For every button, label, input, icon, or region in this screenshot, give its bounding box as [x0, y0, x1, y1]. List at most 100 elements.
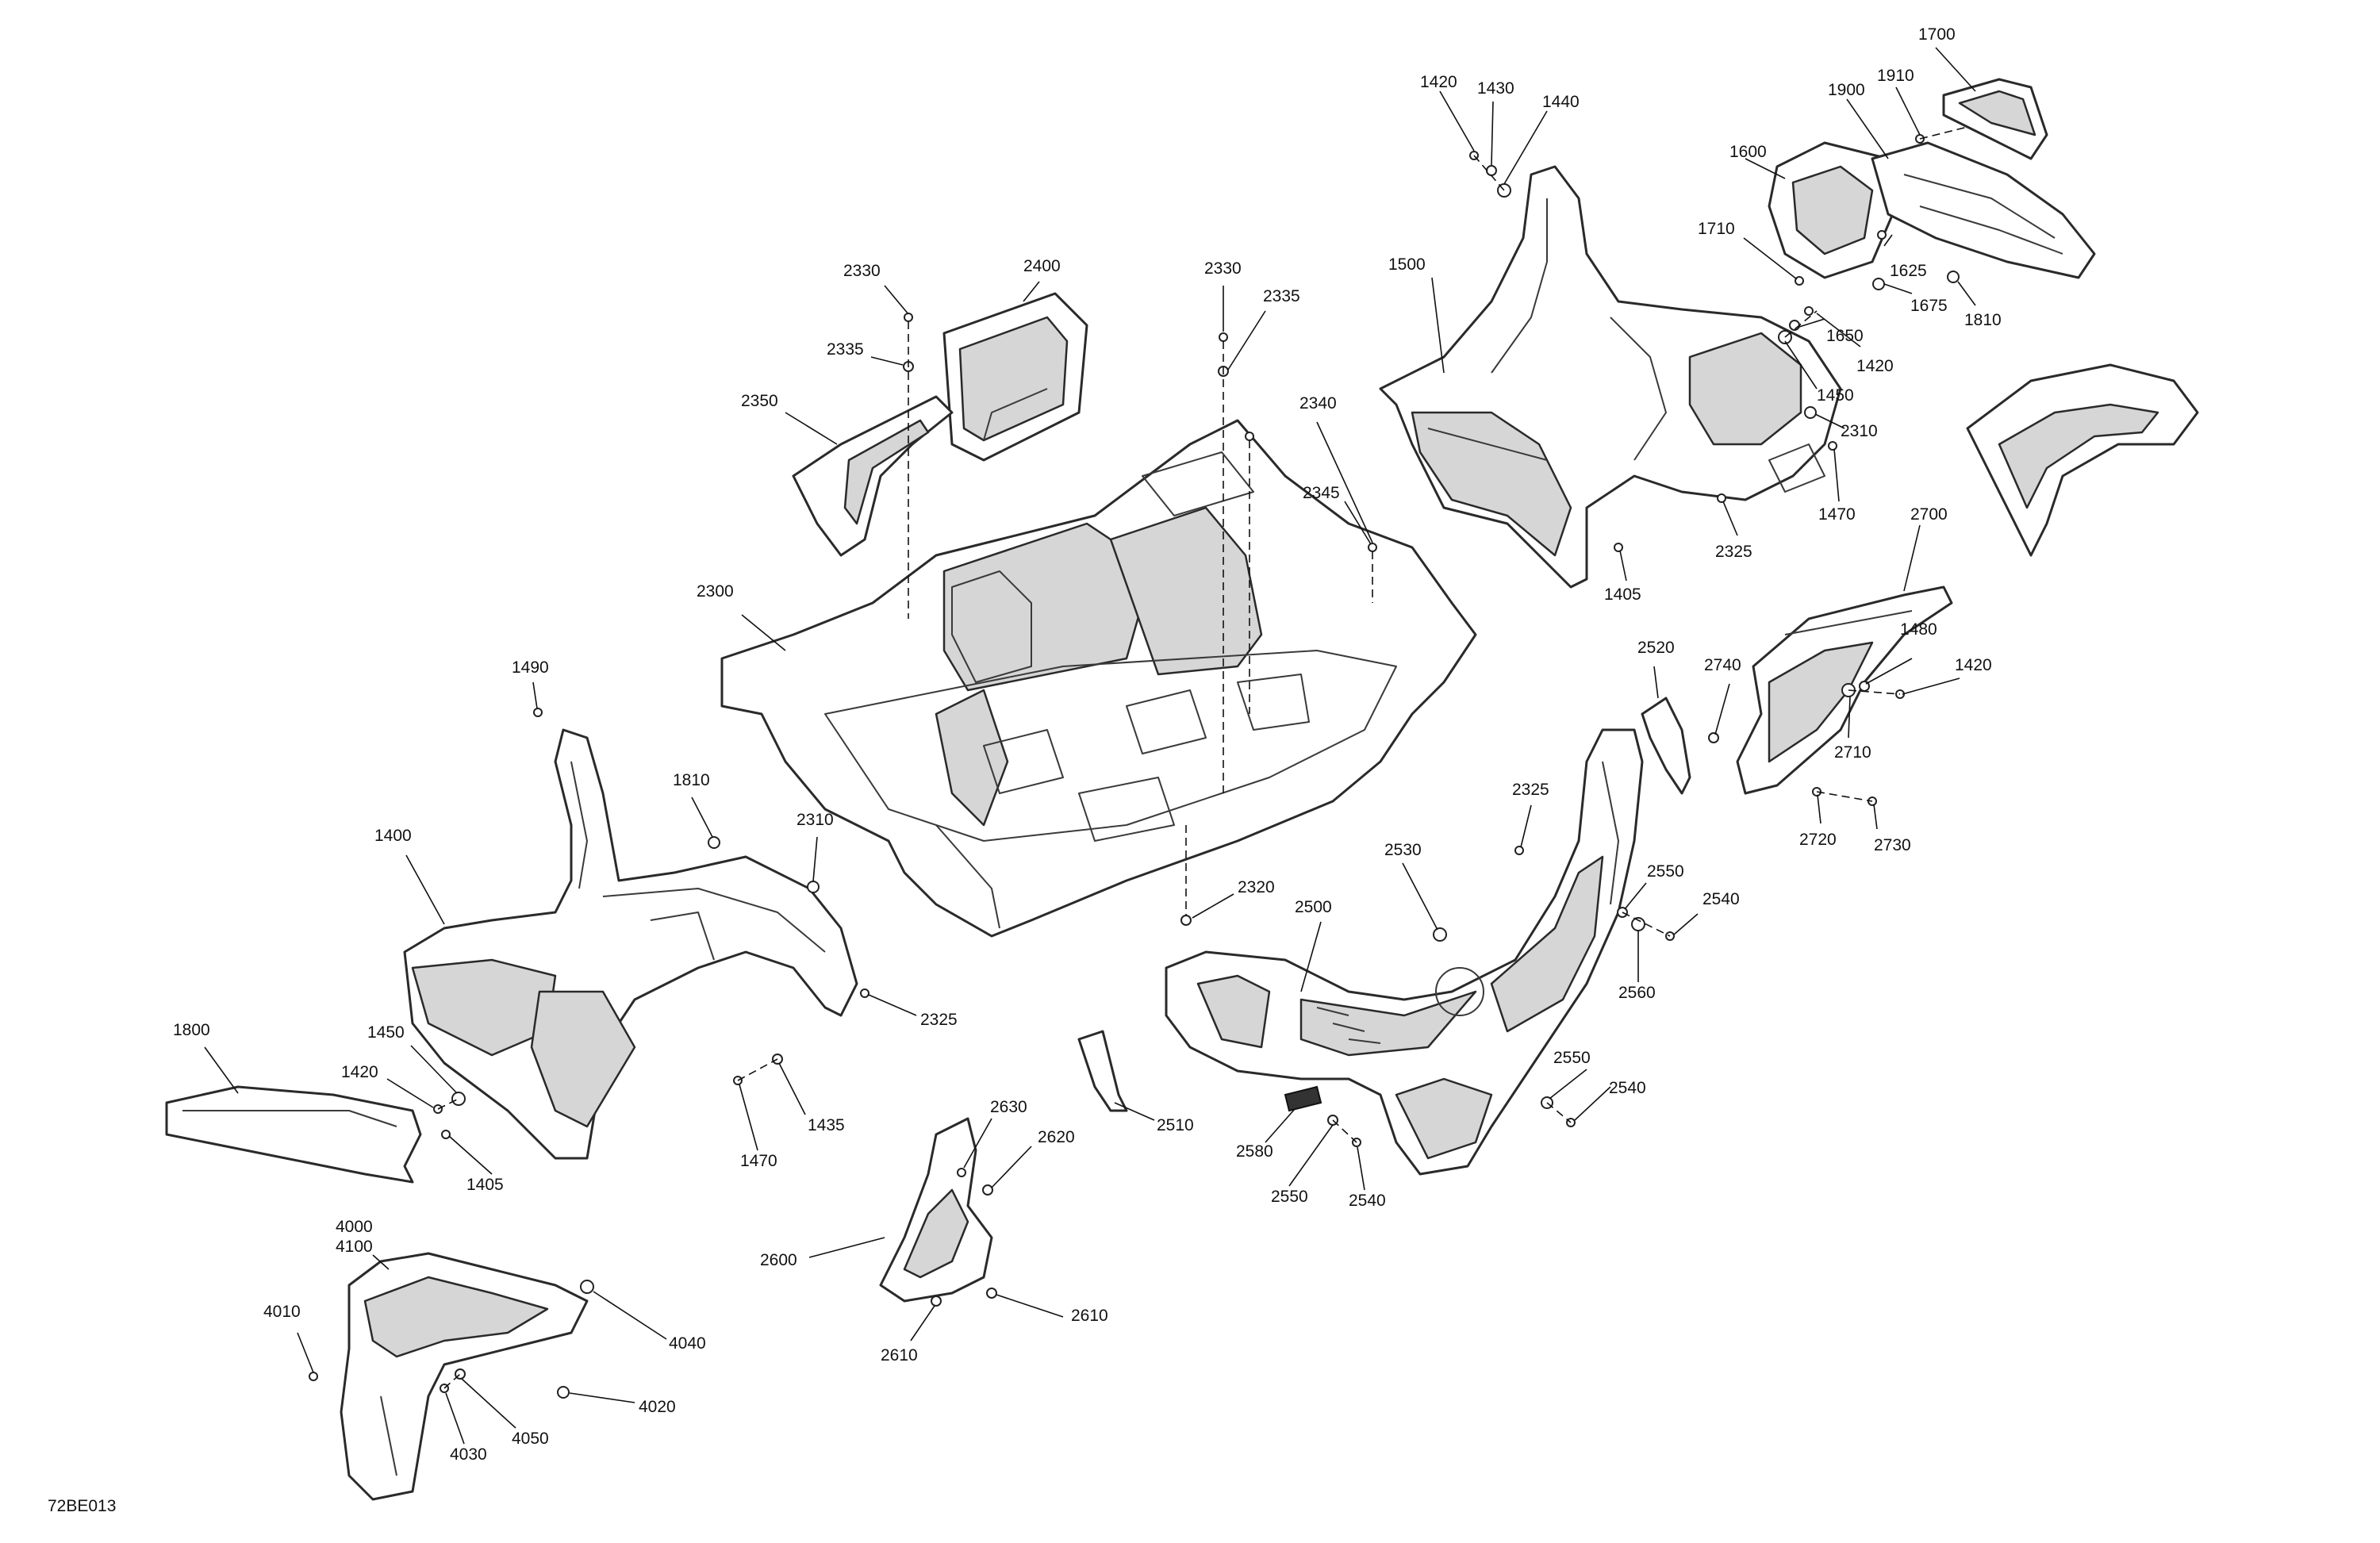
callout-4010[interactable]: 4010	[263, 1303, 301, 1321]
callout-2310[interactable]: 2310	[797, 811, 834, 829]
callout-2720[interactable]: 2720	[1799, 831, 1837, 849]
callout-2330[interactable]: 2330	[1204, 259, 1242, 278]
callout-2540[interactable]: 2540	[1702, 890, 1740, 908]
callout-1470[interactable]: 1470	[740, 1152, 777, 1170]
callout-1420[interactable]: 1420	[1955, 656, 1992, 674]
callout-1470[interactable]: 1470	[1818, 505, 1856, 524]
callout-4000[interactable]: 4000	[336, 1218, 373, 1236]
callout-1420[interactable]: 1420	[1856, 357, 1894, 375]
fastener-1490[interactable]	[533, 708, 543, 717]
callout-2610[interactable]: 2610	[881, 1346, 918, 1365]
fastener-2345[interactable]	[1368, 543, 1377, 552]
part-2350-bracket[interactable]	[792, 395, 954, 557]
callout-4040[interactable]: 4040	[669, 1334, 706, 1353]
callout-2540[interactable]: 2540	[1349, 1192, 1386, 1210]
callout-1700[interactable]: 1700	[1918, 25, 1956, 44]
callout-2550[interactable]: 2550	[1647, 862, 1684, 881]
fastener-2330b[interactable]	[1219, 332, 1228, 342]
fastener-1405b[interactable]	[441, 1130, 451, 1139]
callout-1490[interactable]: 1490	[512, 658, 549, 677]
callout-2630[interactable]: 2630	[990, 1098, 1027, 1116]
callout-2335[interactable]: 2335	[1263, 287, 1300, 305]
callout-2330[interactable]: 2330	[843, 262, 881, 280]
callout-2310[interactable]: 2310	[1841, 422, 1878, 440]
callout-2730[interactable]: 2730	[1874, 836, 1911, 854]
callout-1650[interactable]: 1650	[1826, 327, 1864, 345]
callout-2540[interactable]: 2540	[1609, 1079, 1646, 1097]
part-1800-footrest[interactable]	[165, 1085, 422, 1184]
callout-1810[interactable]: 1810	[673, 771, 710, 789]
fastener-1405a[interactable]	[1614, 543, 1623, 552]
fastener-4010[interactable]	[309, 1372, 318, 1381]
part-1900-panel[interactable]	[1871, 141, 2096, 279]
callout-2620[interactable]: 2620	[1038, 1128, 1075, 1146]
callout-2710[interactable]: 2710	[1834, 743, 1871, 762]
fastener-1420b[interactable]	[1804, 306, 1814, 316]
callout-1600[interactable]: 1600	[1729, 143, 1767, 161]
fastener-1810a[interactable]	[1947, 271, 1960, 283]
callout-1450[interactable]: 1450	[1817, 386, 1854, 405]
callout-2340[interactable]: 2340	[1299, 394, 1337, 413]
fastener-4040[interactable]	[580, 1280, 594, 1294]
callout-1710[interactable]: 1710	[1698, 220, 1735, 238]
fastener-1810b[interactable]	[708, 836, 720, 849]
callout-2510[interactable]: 2510	[1157, 1116, 1194, 1134]
part-2510-decal[interactable]	[1077, 1030, 1128, 1112]
callout-1675[interactable]: 1675	[1910, 297, 1948, 315]
callout-4020[interactable]: 4020	[639, 1398, 676, 1416]
callout-2320[interactable]: 2320	[1238, 878, 1275, 896]
fastener-2530[interactable]	[1433, 927, 1447, 942]
callout-2325[interactable]: 2325	[1512, 781, 1549, 799]
fastener-1430[interactable]	[1486, 165, 1497, 176]
callout-2550[interactable]: 2550	[1553, 1049, 1591, 1067]
fastener-2320[interactable]	[1180, 915, 1192, 926]
callout-1405[interactable]: 1405	[466, 1176, 504, 1194]
callout-1500[interactable]: 1500	[1388, 255, 1426, 274]
part-2580-reflector[interactable]	[1284, 1085, 1322, 1112]
callout-2400[interactable]: 2400	[1023, 257, 1061, 275]
callout-2350[interactable]: 2350	[741, 392, 778, 410]
part-2300-cargo-box[interactable]	[720, 419, 1477, 938]
fastener-2325a[interactable]	[1717, 493, 1726, 503]
fastener-2310b[interactable]	[807, 881, 820, 893]
callout-2600[interactable]: 2600	[760, 1251, 797, 1269]
part-1600-panel[interactable]	[1768, 141, 1898, 279]
callout-2530[interactable]: 2530	[1384, 841, 1422, 859]
fastener-1675[interactable]	[1872, 278, 1885, 290]
callout-1400[interactable]: 1400	[374, 827, 412, 845]
callout-2325[interactable]: 2325	[920, 1011, 958, 1029]
part-1700-cover[interactable]	[1942, 78, 2048, 160]
part-2600-mud-flap[interactable]	[879, 1117, 993, 1303]
part-1400-fender-left[interactable]	[403, 728, 858, 1160]
fastener-2340[interactable]	[1245, 432, 1254, 441]
callout-1435[interactable]: 1435	[808, 1116, 845, 1134]
callout-2500[interactable]: 2500	[1295, 898, 1332, 916]
callout-1420[interactable]: 1420	[341, 1063, 378, 1081]
fastener-2610a[interactable]	[931, 1295, 942, 1307]
fastener-1710[interactable]	[1795, 276, 1804, 286]
part-2520-clip[interactable]	[1641, 697, 1691, 795]
fastener-2310a[interactable]	[1804, 406, 1817, 419]
callout-1420[interactable]: 1420	[1420, 73, 1457, 91]
callout-4050[interactable]: 4050	[512, 1430, 549, 1448]
callout-2580[interactable]: 2580	[1236, 1142, 1273, 1161]
fastener-2630[interactable]	[957, 1168, 966, 1177]
callout-1900[interactable]: 1900	[1828, 81, 1865, 99]
callout-2560[interactable]: 2560	[1618, 984, 1656, 1002]
callout-1405[interactable]: 1405	[1604, 585, 1641, 604]
callout-2300[interactable]: 2300	[697, 582, 734, 601]
callout-1480[interactable]: 1480	[1900, 620, 1937, 639]
callout-2520[interactable]: 2520	[1637, 639, 1675, 657]
fastener-2740[interactable]	[1708, 732, 1719, 743]
fastener-2610b[interactable]	[986, 1288, 997, 1299]
callout-2700[interactable]: 2700	[1910, 505, 1948, 524]
callout-4030[interactable]: 4030	[450, 1445, 487, 1464]
fastener-1450b[interactable]	[451, 1092, 466, 1106]
callout-2740[interactable]: 2740	[1704, 656, 1741, 674]
callout-2550[interactable]: 2550	[1271, 1188, 1308, 1206]
part-1500-fender-right[interactable]	[1379, 165, 1842, 589]
fastener-2325b[interactable]	[860, 988, 869, 998]
fastener-2325c[interactable]	[1514, 846, 1524, 855]
callout-2335[interactable]: 2335	[827, 340, 864, 359]
callout-2610[interactable]: 2610	[1071, 1307, 1108, 1325]
